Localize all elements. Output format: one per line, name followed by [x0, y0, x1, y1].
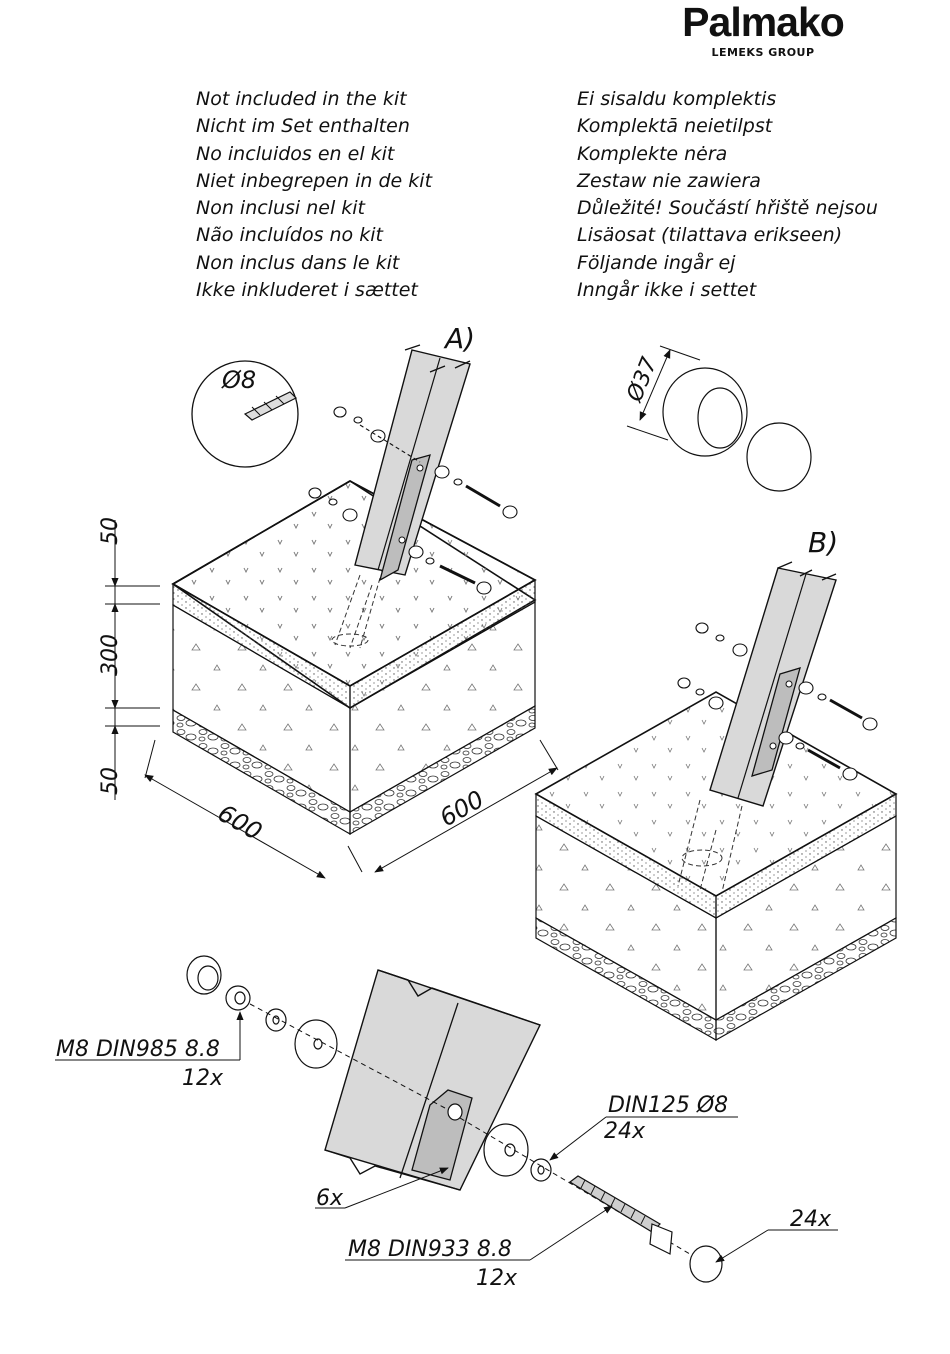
notice-list-left: Not included in the kit Nicht im Set ent… — [196, 86, 432, 304]
nut-spec-label: M8 DIN985 8.8 — [56, 1037, 220, 1062]
cap-diameter-label: Ø37 — [622, 354, 663, 406]
hardware-b — [677, 622, 878, 781]
notice-line: Niet inbegrepen in de kit — [196, 169, 433, 192]
notice-line: Not included in the kit — [196, 88, 407, 110]
dimension-depth: 600 — [435, 785, 489, 832]
leader-lines — [55, 1011, 838, 1263]
cap-detail — [626, 345, 812, 492]
notice-line: Komplektā neietilpst — [577, 115, 773, 138]
bracket-qty-label: 6x — [316, 1186, 344, 1211]
notice-line: Non inclus dans le kit — [196, 251, 400, 274]
notice-line: Důležité! Součástí hřiště nejsou — [577, 197, 878, 220]
variant-b-label: B) — [808, 526, 838, 559]
bolt-icon — [568, 1175, 661, 1233]
notice-line: Följande ingår ej — [577, 251, 736, 274]
notice-line: Komplekte nėra — [577, 142, 728, 165]
brand-logo: Palmako LEMEKS GROUP — [656, 0, 870, 62]
exploded-hardware — [186, 955, 723, 1283]
brand-subtitle: LEMEKS GROUP — [711, 46, 815, 59]
foundation-block-b — [534, 691, 898, 1042]
brand-name: Palmako — [682, 0, 845, 45]
foundation-block-a — [171, 480, 537, 836]
exploded-post — [324, 969, 541, 1191]
hardware-a — [308, 406, 518, 595]
notice-line: Lisäosat (tilattava erikseen) — [577, 224, 843, 247]
post-a — [354, 344, 471, 582]
dimension-width: 600 — [213, 799, 267, 846]
cap-qty-label: 24x — [790, 1207, 832, 1232]
notice-line: Non inclusi nel kit — [196, 197, 366, 220]
post-b — [709, 561, 837, 807]
nut-qty-label: 12x — [182, 1066, 224, 1091]
dimension-lines-a — [105, 520, 559, 879]
notice-line: Inngår ikke i settet — [577, 279, 757, 302]
bracket-b — [751, 667, 801, 777]
washer-qty-label: 24x — [604, 1119, 646, 1144]
notice-line: Nicht im Set enthalten — [196, 115, 410, 138]
variant-a-label: A) — [443, 322, 475, 355]
washer-spec-label: DIN125 Ø8 — [608, 1093, 728, 1118]
notice-line: Ikke inkluderet i sættet — [196, 279, 418, 302]
bolt-qty-label: 12x — [476, 1266, 518, 1291]
dimension-bottom-layer: 50 — [98, 767, 123, 795]
dimension-top-layer: 50 — [98, 517, 123, 545]
bolt-cap-icon — [689, 1245, 723, 1283]
bolt-spec-label: M8 DIN933 8.8 — [348, 1237, 512, 1262]
drill-size-label: Ø8 — [221, 366, 256, 394]
bracket-a — [378, 454, 431, 582]
notice-list-right: Ei sisaldu komplektis Komplektā neietilp… — [577, 86, 878, 304]
notice-line: Zestaw nie zawiera — [577, 169, 761, 192]
notice-line: Não incluídos no kit — [196, 224, 383, 247]
notice-line: No incluidos en el kit — [196, 142, 395, 165]
dimension-middle-layer: 300 — [98, 634, 123, 676]
notice-line: Ei sisaldu komplektis — [577, 88, 777, 110]
drill-detail: Ø8 — [191, 360, 299, 468]
